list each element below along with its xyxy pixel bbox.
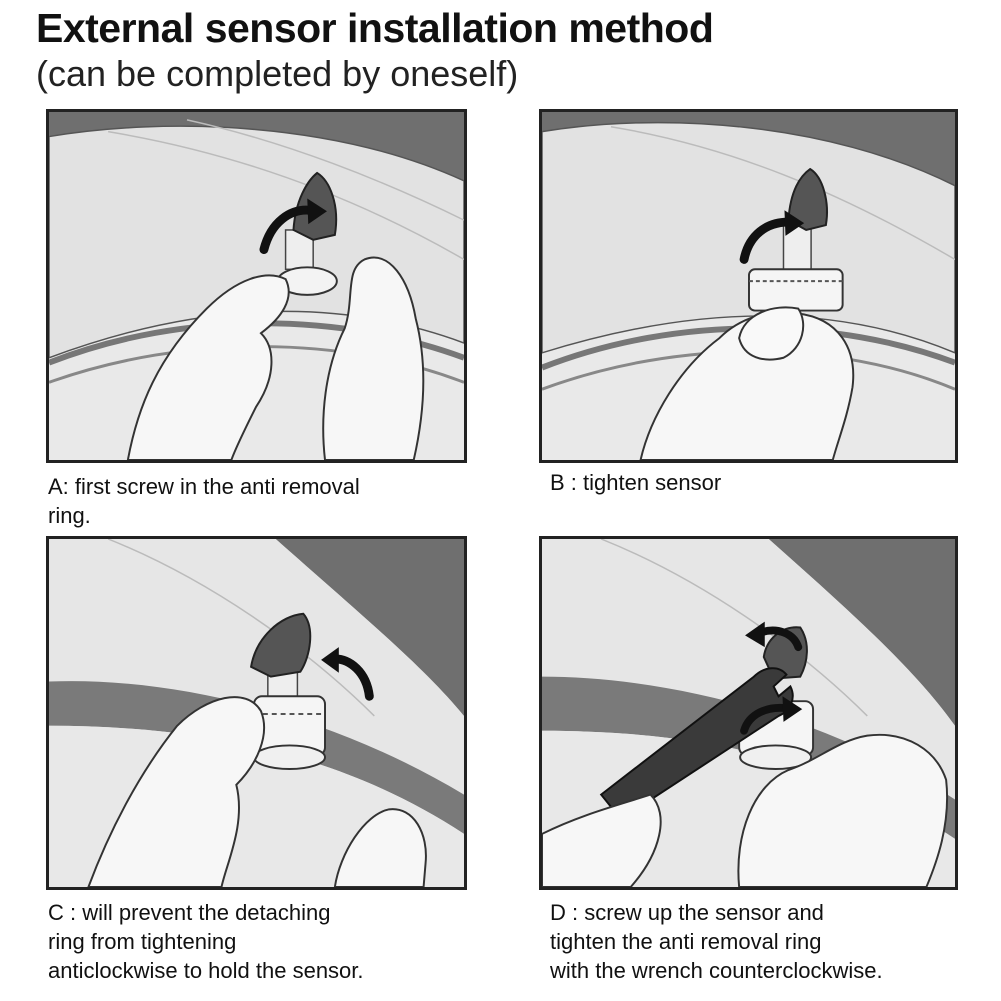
caption-line: C : will prevent the detaching (48, 898, 364, 927)
sensor-bottom (254, 745, 325, 769)
page-subtitle: (can be completed by oneself) (36, 54, 518, 94)
step-b-drawing (542, 112, 955, 460)
caption-line: with the wrench counterclockwise. (550, 956, 883, 985)
caption-line: B : tighten sensor (550, 468, 721, 497)
step-b-illustration (539, 109, 958, 463)
caption-line: ring from tightening (48, 927, 364, 956)
caption-line: A: first screw in the anti removal (48, 472, 360, 501)
step-d-drawing (542, 539, 955, 887)
step-d-illustration (539, 536, 958, 890)
step-c-caption: C : will prevent the detaching ring from… (48, 898, 364, 985)
caption-line: tighten the anti removal ring (550, 927, 883, 956)
step-a-drawing (49, 112, 464, 460)
step-c-drawing (49, 539, 464, 887)
page-title: External sensor installation method (36, 6, 713, 51)
step-c-illustration (46, 536, 467, 890)
step-d-caption: D : screw up the sensor and tighten the … (550, 898, 883, 985)
step-a-caption: A: first screw in the anti removal ring. (48, 472, 360, 530)
caption-line: D : screw up the sensor and (550, 898, 883, 927)
caption-line: ring. (48, 501, 360, 530)
step-a-illustration (46, 109, 467, 463)
step-b-caption: B : tighten sensor (550, 468, 721, 497)
caption-line: anticlockwise to hold the sensor. (48, 956, 364, 985)
sensor-body (749, 269, 843, 310)
